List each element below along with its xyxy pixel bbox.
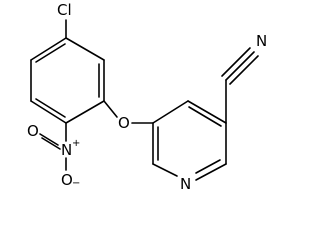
nitro-nitrogen-label: N [61,141,72,159]
ring-bond [152,163,178,177]
pyridine-ring [152,100,227,181]
nitrile-triple-bond-3 [229,55,259,85]
nitrile-triple-bond-2 [221,47,251,77]
pyridine-nitrogen-label: N [180,175,191,189]
nitro-oxygen-top-label: O [27,122,39,140]
ether-bond-left [103,100,118,118]
nitro-double-bond [39,133,59,146]
nitro-nitrogen-charge: + [72,138,80,149]
ring-bond [65,100,105,124]
ring-bond [152,100,189,124]
ring-bond-inner [188,106,222,127]
ring-bond [65,37,105,61]
ring-bond-inner [35,98,66,118]
nitrile-triple-bond-1 [225,51,255,81]
ring-bond [187,100,227,124]
chlorophenyl-ring [30,37,105,124]
ring-bond-inner [35,43,66,63]
ring-bond [30,37,67,61]
ring-bond-inner [195,159,221,174]
nitro-double-bond-second [41,137,61,150]
nitrile-nitrogen-label: N [256,32,267,50]
ring-bond [30,100,67,124]
nitro-oxygen-bottom-label: O [61,171,73,189]
nitro-oxygen-charge: − [72,178,80,189]
chlorine-label: Cl [57,1,72,19]
ether-oxygen-label: O [118,114,130,132]
chemical-structure-diagram: Cl N + O O − O N N [27,1,267,189]
ring-bond [195,163,227,181]
